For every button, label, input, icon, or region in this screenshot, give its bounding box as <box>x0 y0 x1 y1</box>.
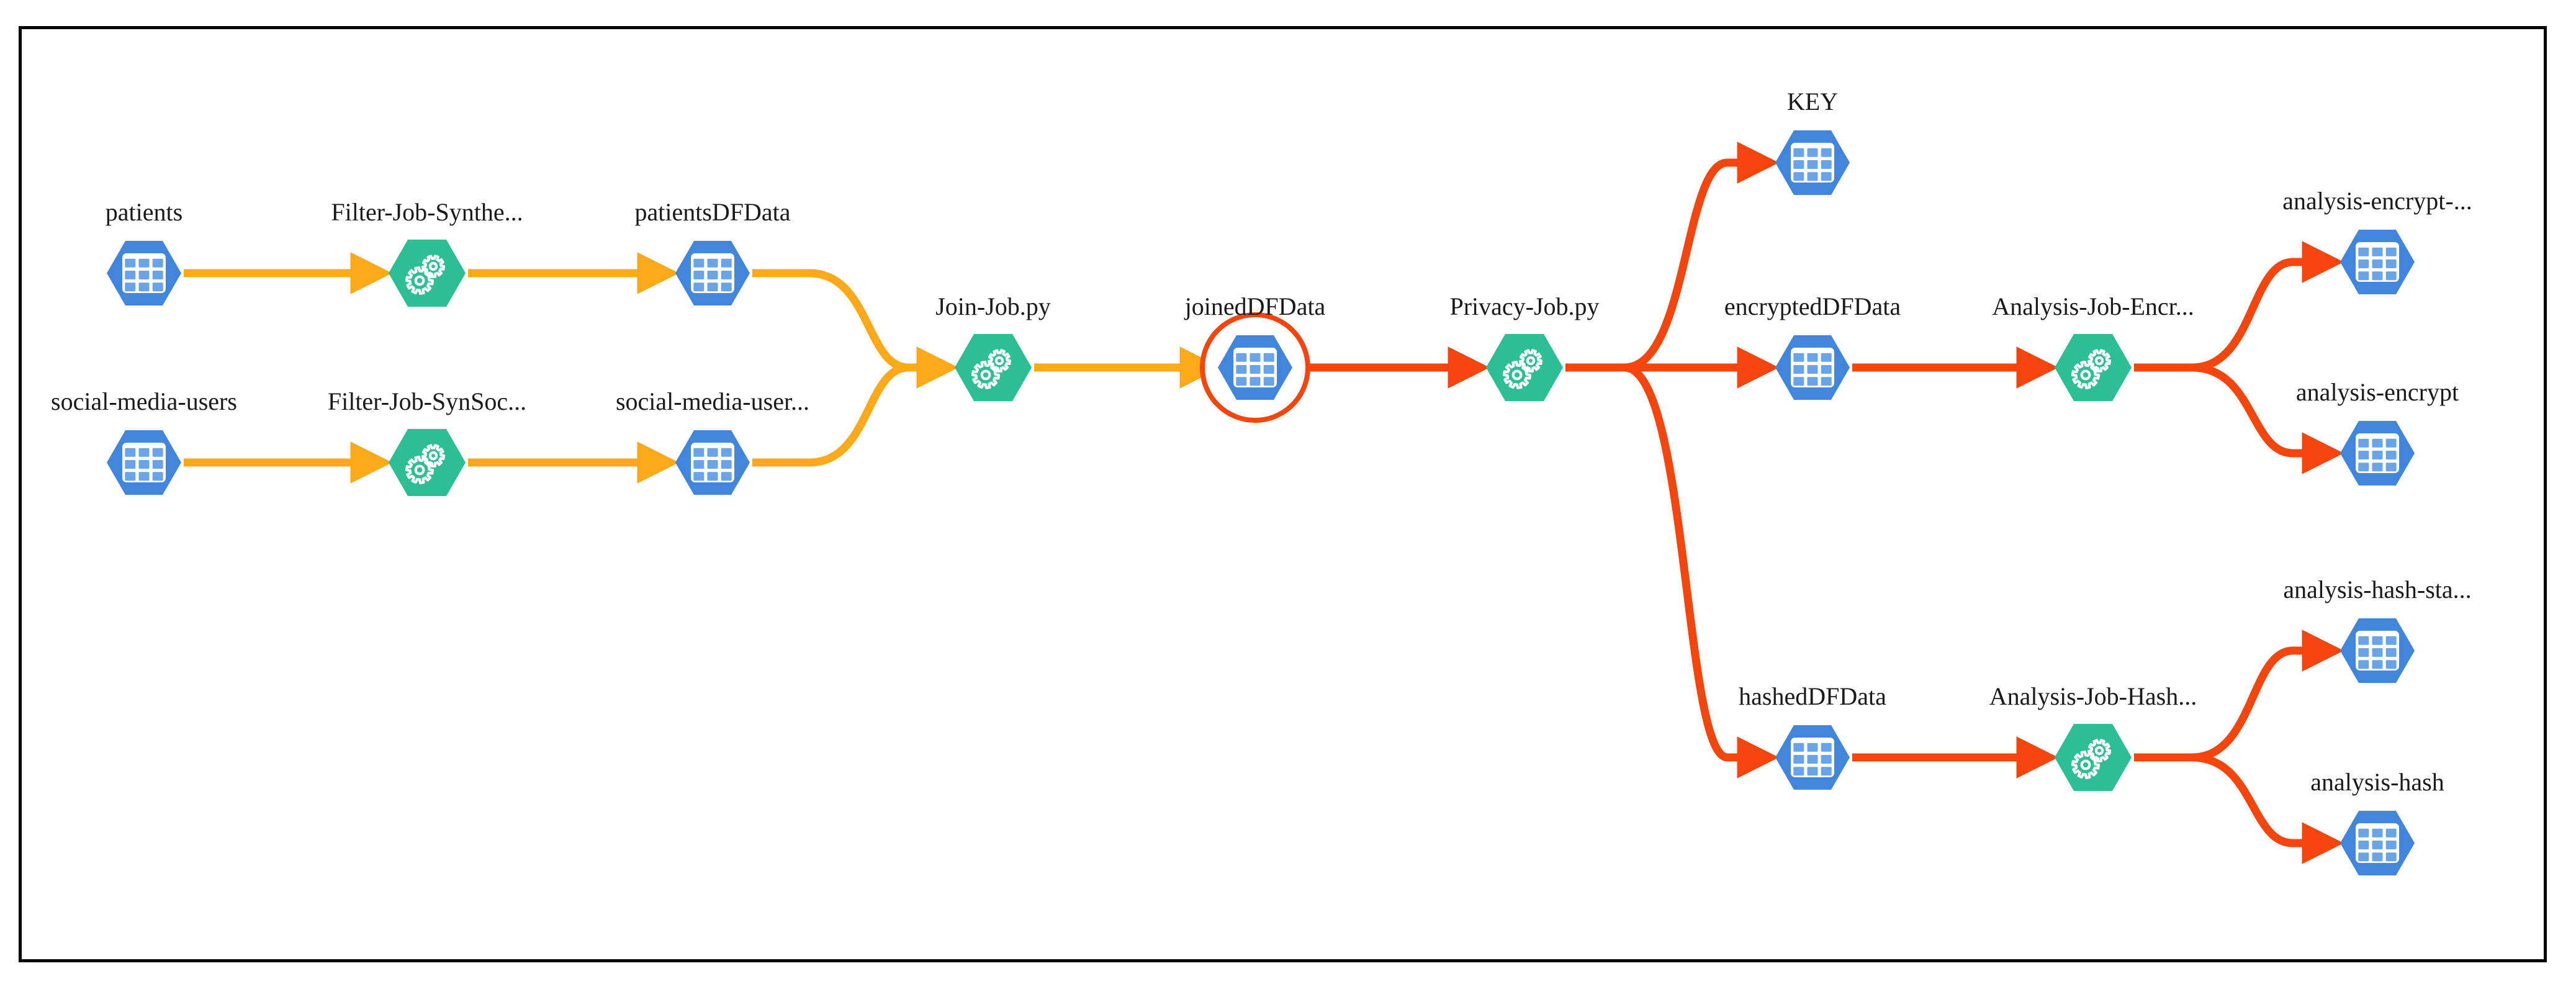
node-patientsDFData[interactable] <box>675 241 750 305</box>
node-patients[interactable] <box>107 241 181 305</box>
gear-icon <box>2087 349 2112 373</box>
gear-icon <box>987 349 1012 373</box>
edge-privacy_job-to-key <box>1565 142 1779 372</box>
table-grid-icon <box>691 443 734 482</box>
edge-analysis_job_encr-to-analysis_encrypt <box>2134 363 2344 474</box>
node-label-analysis_job_encr: Analysis-Job-Encr... <box>1992 292 2194 320</box>
node-social_media_user_df[interactable] <box>675 430 750 495</box>
gear-icon <box>405 266 435 296</box>
edge-privacy_job-to-hashedDFData <box>1565 363 1779 779</box>
gear-icon <box>421 444 446 467</box>
node-hashedDFData[interactable] <box>1775 725 1850 790</box>
node-label-patients: patients <box>105 198 183 226</box>
node-label-analysis_encrypt: analysis-encrypt <box>2295 378 2459 406</box>
table-grid-icon <box>1791 143 1834 183</box>
node-label-privacy_job: Privacy-Job.py <box>1449 292 1600 320</box>
table-grid-icon <box>1791 348 1834 387</box>
node-analysis_hash[interactable] <box>2340 811 2415 875</box>
node-join_job[interactable] <box>955 334 1032 401</box>
node-key[interactable] <box>1775 130 1850 195</box>
table-grid-icon <box>2356 823 2399 863</box>
table-grid-icon <box>1791 738 1834 777</box>
gear-icon <box>2071 360 2101 390</box>
table-grid-icon <box>691 253 734 293</box>
node-label-filter_job_synthe: Filter-Job-Synthe... <box>331 198 523 226</box>
node-analysis_job_encr[interactable] <box>2055 334 2132 401</box>
node-layer <box>107 130 2415 875</box>
node-label-analysis_encrypt_sta: analysis-encrypt-... <box>2282 187 2472 215</box>
edge-social_media_user_df-to-join_job <box>752 346 958 467</box>
edge-layer <box>184 142 2344 864</box>
node-encryptedDFData[interactable] <box>1775 335 1850 400</box>
table-grid-icon <box>2356 242 2399 282</box>
table-grid-icon <box>122 253 166 293</box>
gear-icon <box>1502 360 1532 390</box>
node-filter_job_synsoc[interactable] <box>389 429 466 496</box>
edge-patientsDFData-to-join_job <box>752 269 958 389</box>
node-analysis_encrypt_sta[interactable] <box>2340 230 2415 294</box>
node-social_media_users[interactable] <box>107 430 181 495</box>
node-filter_job_synthe[interactable] <box>389 240 466 307</box>
node-analysis_job_hash[interactable] <box>2055 724 2132 791</box>
gear-icon <box>2087 739 2112 762</box>
table-grid-icon <box>1233 348 1277 387</box>
node-analysis_encrypt[interactable] <box>2340 421 2415 485</box>
gear-icon <box>405 455 435 485</box>
node-label-analysis_hash_sta: analysis-hash-sta... <box>2283 576 2472 603</box>
node-analysis_hash_sta[interactable] <box>2340 618 2415 683</box>
gear-icon <box>2071 750 2101 780</box>
node-label-hashedDFData: hashedDFData <box>1739 682 1886 710</box>
node-label-patientsDFData: patientsDFData <box>634 198 791 226</box>
table-grid-icon <box>2356 433 2399 473</box>
node-label-analysis_hash: analysis-hash <box>2310 768 2444 796</box>
node-label-joinedDFData: joinedDFData <box>1184 292 1326 320</box>
table-grid-icon <box>2356 631 2399 671</box>
gear-icon <box>421 255 446 278</box>
node-label-social_media_users: social-media-users <box>51 387 237 415</box>
node-label-key: KEY <box>1786 88 1839 115</box>
gear-icon <box>971 360 1001 390</box>
node-privacy_job[interactable] <box>1486 334 1563 401</box>
edge-analysis_job_hash-to-analysis_hash_sta <box>2134 630 2344 762</box>
gear-icon <box>1518 349 1543 373</box>
node-label-filter_job_synsoc: Filter-Job-SynSoc... <box>327 387 527 415</box>
table-grid-icon <box>122 443 166 482</box>
node-joinedDFData[interactable] <box>1200 312 1310 423</box>
node-label-join_job: Join-Job.py <box>935 292 1051 320</box>
edge-analysis_job_encr-to-analysis_encrypt_sta <box>2134 241 2344 372</box>
node-label-analysis_job_hash: Analysis-Job-Hash... <box>1989 682 2197 710</box>
node-label-encryptedDFData: encryptedDFData <box>1724 292 1901 320</box>
edge-analysis_job_hash-to-analysis_hash <box>2134 753 2344 864</box>
node-label-social_media_user_df: social-media-user... <box>615 387 810 415</box>
